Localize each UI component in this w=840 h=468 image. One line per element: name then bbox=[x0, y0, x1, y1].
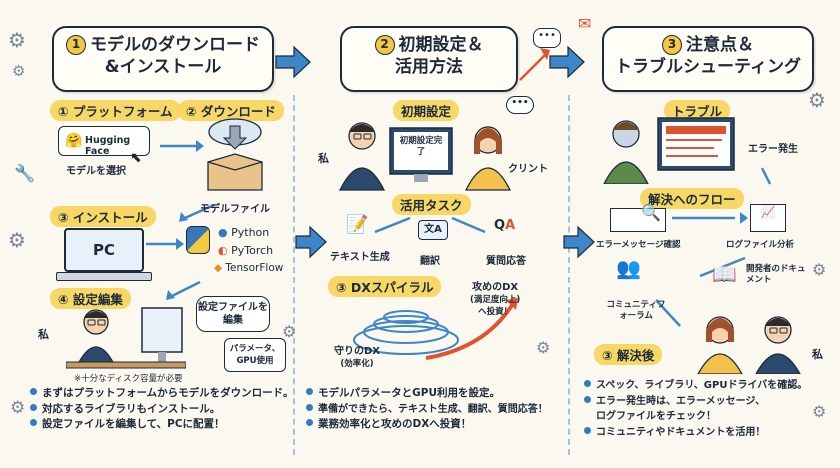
error-person-illustration bbox=[603, 117, 735, 184]
task-qa: 質問応答 bbox=[486, 256, 526, 267]
community-icon: 👥 bbox=[616, 256, 641, 280]
flow-node-error-msg: エラーメッセージ確認 bbox=[596, 240, 681, 250]
arrow-to-edit bbox=[171, 280, 201, 298]
dx-defense-label: 守りのDX (効率化) bbox=[334, 346, 381, 369]
flow-node-docs: 開発者のドキュメント bbox=[746, 264, 806, 285]
s3-after-label: ③ 解決後 bbox=[594, 344, 663, 365]
gear-icon-8: ⚙ bbox=[812, 402, 827, 421]
gear-icon-4: ⚙ bbox=[282, 322, 297, 341]
s1-bullets: まずはプラットフォームからモデルをダウンロード。 対応するライブラリもインストー… bbox=[30, 386, 293, 433]
lib-python: ● Python bbox=[218, 226, 270, 239]
s1-bullet: 設定ファイルを編集して、PCに配置！ bbox=[30, 417, 293, 433]
python-logo-icon bbox=[186, 226, 210, 254]
wrench-icon: 🔧 bbox=[14, 164, 36, 184]
s1-params-card: パラメータ、GPU使用 bbox=[224, 338, 286, 372]
arrow-flow-3 bbox=[655, 299, 681, 327]
chat-bubble-icon: ••• bbox=[533, 28, 561, 48]
s2-me-label: 私 bbox=[318, 152, 329, 165]
s1-step1-label: ① プラットフォーム bbox=[50, 100, 181, 121]
hugging-face-card[interactable]: 🤗 Hugging Face bbox=[58, 126, 150, 157]
envelope-icon: ✉ bbox=[578, 14, 592, 33]
s2-client-label: クリント bbox=[508, 164, 548, 175]
gear-icon-small: ⚙ bbox=[12, 62, 26, 80]
s2-bullet: モデルパラメータとGPU利用を設定。 bbox=[306, 386, 548, 402]
arrow-up-red bbox=[519, 51, 549, 81]
task-text-gen: テキスト生成 bbox=[330, 252, 390, 263]
text-generation-icon: 📝 bbox=[346, 214, 369, 235]
pc-label: PC bbox=[92, 241, 115, 259]
s2-dx-label: ③ DXスパイラル bbox=[328, 276, 442, 297]
download-box-icon bbox=[207, 118, 263, 191]
s1-bullet: 対応するライブラリもインストール。 bbox=[30, 402, 293, 418]
s1-model-file-text: モデルファイル bbox=[200, 204, 270, 215]
s3-bullet: コミュニティやドキュメントを活用！ bbox=[584, 425, 807, 441]
s3-bullet: スペック、ライブラリ、GPUドライバを確認。 bbox=[584, 378, 807, 394]
s3-error-text: エラー発生 bbox=[748, 144, 798, 155]
flow-node-forum: コミュニティフォーラム bbox=[606, 300, 666, 321]
arrow-task-text bbox=[374, 216, 411, 234]
book-icon: 📖 bbox=[712, 262, 737, 286]
person-at-desk-illustration bbox=[66, 307, 186, 369]
setup-meeting-illustration bbox=[338, 122, 512, 191]
lib-pytorch: ◐ PyTorch bbox=[218, 244, 274, 257]
arrow-error-to-flow bbox=[760, 167, 772, 185]
hugging-face-icon: 🤗 bbox=[65, 133, 83, 149]
hugging-face-label: Hugging Face bbox=[85, 135, 131, 157]
s3-flow-label: 解決へのフロー bbox=[640, 188, 744, 209]
arrow-file-to-install bbox=[184, 203, 215, 220]
s1-step3-label: ③ インストール bbox=[50, 206, 156, 227]
s2-setup-label: 初期設定 bbox=[393, 100, 460, 121]
task-translate: 翻訳 bbox=[420, 256, 440, 267]
separator-1 bbox=[293, 95, 295, 455]
s2-bullet: 業務効率化と攻めのDXへ投資！ bbox=[306, 417, 548, 433]
s3-bullet: エラー発生時は、エラーメッセージ、 bbox=[584, 394, 807, 410]
separator-2 bbox=[568, 95, 570, 455]
s2-tasks-label: 活用タスク bbox=[392, 194, 471, 215]
s3-bullet-cont: ログファイルをチェック！ bbox=[596, 411, 716, 422]
happy-people-illustration bbox=[697, 316, 801, 374]
gear-icon-6: ⚙ bbox=[10, 398, 26, 418]
s1-me-label: 私 bbox=[38, 328, 49, 341]
pc-keyboard bbox=[56, 272, 152, 281]
arrow-flow-2 bbox=[699, 256, 746, 278]
gear-icon-7: ⚙ bbox=[536, 338, 551, 357]
s3-bullets: スペック、ライブラリ、GPUドライバを確認。 エラー発生時は、エラーメッセージ、… bbox=[584, 378, 807, 440]
gear-icon: ⚙ bbox=[8, 28, 26, 52]
s3-trouble-label: トラブル bbox=[664, 100, 731, 121]
lib-tensorflow: ◆ TensorFlow bbox=[214, 262, 284, 274]
s3-me-label: 私 bbox=[812, 348, 823, 361]
s1-bullet: まずはプラットフォームからモデルをダウンロード。 bbox=[30, 386, 293, 402]
s1-select-text: モデルを選択 bbox=[66, 166, 126, 177]
arrow-mid-1 bbox=[295, 225, 327, 259]
arrow-s2-s3 bbox=[549, 45, 585, 79]
dx-spiral-illustration bbox=[353, 298, 518, 360]
translate-icon: 文A bbox=[418, 220, 448, 240]
gear-icon-5: ⚙ bbox=[812, 260, 827, 279]
arrow-s1-s2 bbox=[275, 45, 311, 79]
s2-chat-bubble-icon: ••• bbox=[506, 96, 534, 114]
s2-bullets: モデルパラメータとGPU利用を設定。 準備ができたら、テキスト生成、翻訳、質問応… bbox=[306, 386, 548, 433]
flow-node-log: ログファイル分析 bbox=[726, 240, 795, 250]
gear-icon-2: ⚙ bbox=[8, 228, 26, 252]
dx-attack-label: 攻めのDX (満足度向上) へ投資！ bbox=[470, 282, 521, 317]
s1-edit-bubble: 設定ファイルを編集 bbox=[196, 296, 270, 332]
arrow-task-qa bbox=[451, 216, 486, 234]
s2-screen-text: 初期設定完了 bbox=[399, 136, 443, 157]
error-message-icon: 🔍 bbox=[610, 203, 666, 232]
magnifier-icon: 🔍 bbox=[641, 203, 661, 222]
s2-bullet: 準備ができたら、テキスト生成、翻訳、質問応答！ bbox=[306, 402, 548, 418]
qa-icon: QA bbox=[494, 218, 516, 233]
pc-screen: PC bbox=[64, 228, 144, 272]
s1-disk-note: ※十分なディスク容量が必要 bbox=[74, 374, 183, 384]
s1-step4-label: ④ 設定編集 bbox=[50, 288, 131, 309]
arrow-mid-2 bbox=[563, 225, 595, 259]
gear-icon-3: ⚙ bbox=[808, 88, 826, 112]
cursor-icon: ⬉ bbox=[130, 150, 142, 166]
log-chart-icon: 📈 bbox=[750, 204, 786, 232]
s1-step2-label: ② ダウンロード bbox=[178, 100, 284, 121]
